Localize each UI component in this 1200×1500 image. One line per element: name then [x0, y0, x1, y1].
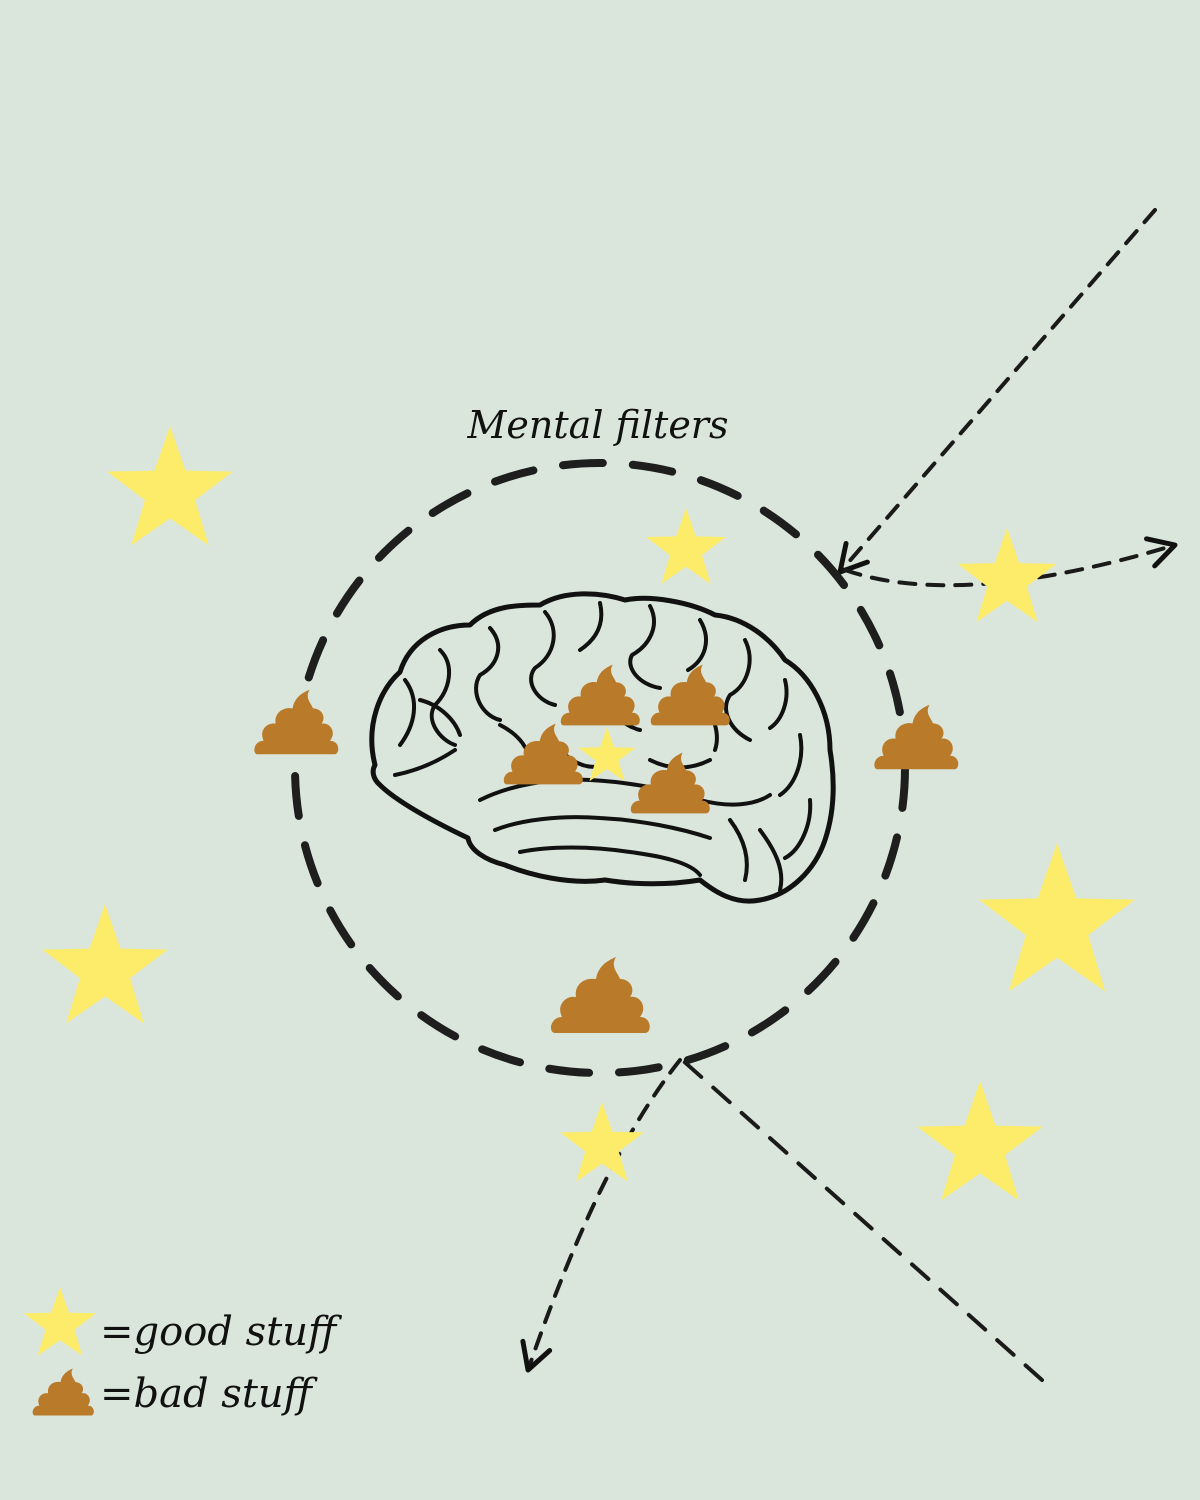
legend-label-good: =good stuff: [100, 1309, 343, 1355]
legend-item-good: =good stuff: [23, 1287, 343, 1356]
poop-icon: [32, 1368, 94, 1416]
star-icon: [917, 1081, 1043, 1201]
legend-label-bad: =bad stuff: [100, 1371, 319, 1417]
deflected-arrow-bottom: [520, 1058, 682, 1373]
legend-item-bad: =bad stuff: [32, 1368, 319, 1417]
poop-icon: [874, 704, 959, 770]
legend: =good stuff =bad stuff: [23, 1287, 343, 1417]
poop-icon: [254, 689, 339, 755]
star-icon: [23, 1287, 97, 1356]
incoming-arrow-top-right: [837, 208, 1157, 575]
star-icon: [957, 528, 1057, 623]
poop-icon: [550, 957, 650, 1033]
star-icon: [107, 426, 233, 546]
incoming-arrow-bottom-right: [678, 1056, 1044, 1382]
star-icon: [646, 508, 726, 584]
star-icon: [979, 843, 1135, 992]
diagram-title: Mental filters: [467, 403, 729, 447]
star-icon: [560, 1102, 644, 1182]
star-icon: [42, 904, 168, 1024]
